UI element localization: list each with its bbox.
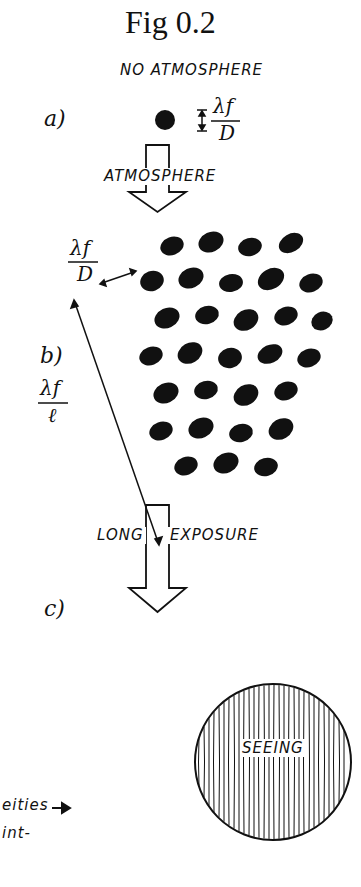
cut-text: eities [2, 797, 49, 814]
part-label: a) [44, 106, 66, 131]
hollow-arrow [129, 505, 186, 612]
part-label: b) [40, 343, 63, 368]
dimension-label: D [219, 122, 235, 145]
pointer-arrow [52, 803, 70, 813]
seeing-disc-outline [193, 682, 353, 842]
heading-label: NO ATMOSPHERE [120, 62, 263, 79]
seeing-disc: SEEING [193, 682, 353, 842]
figure-title: Fig 0.2 [125, 4, 216, 41]
dimension-label: λf [40, 377, 60, 400]
disc-label: SEEING [240, 739, 306, 757]
dimension-label: λf [213, 95, 233, 118]
process-label: ATMOSPHERE [102, 168, 218, 185]
process-label: LONG [95, 527, 146, 544]
part-label: c) [44, 596, 65, 621]
speckle-pattern [137, 227, 336, 478]
seeing-size-dimension [71, 300, 162, 545]
dimension-label: ℓ [48, 404, 56, 427]
dimension-label: λf [70, 237, 90, 260]
process-label: EXPOSURE [168, 527, 261, 544]
cut-text: int- [2, 825, 31, 842]
spot-size-dimension [197, 110, 207, 131]
speckle-size-dimension [100, 269, 136, 286]
dimension-label: D [77, 263, 93, 286]
airy-spot [155, 110, 175, 130]
